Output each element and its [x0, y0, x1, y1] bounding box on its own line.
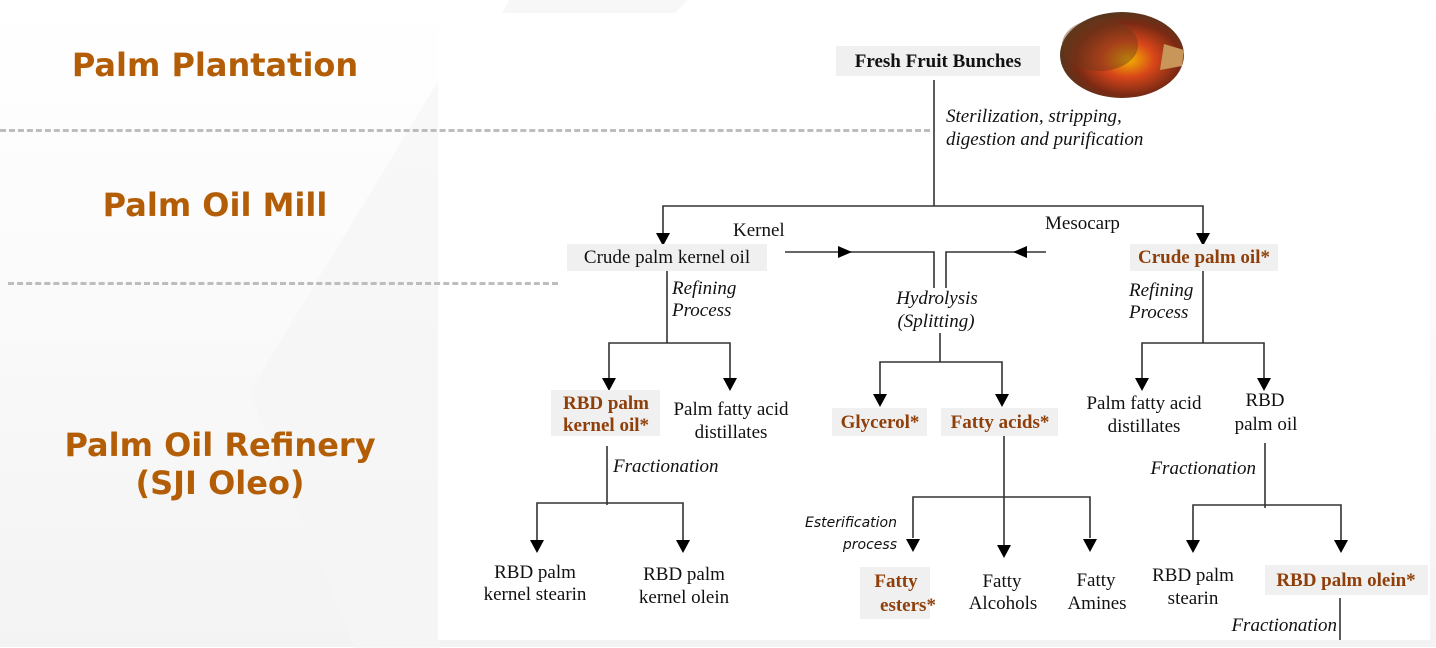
process-label-refining-cpo-1: Refining	[1128, 280, 1193, 301]
node-label: Crude palm kernel oil	[584, 247, 750, 268]
branch-label-kernel: Kernel	[733, 220, 785, 241]
process-label-hydrolysis-1: Hydrolysis	[895, 288, 978, 309]
connector-line	[662, 205, 1204, 240]
node-label-line1: Fatty	[982, 571, 1022, 592]
stage-label-palm-oil-refinery: Palm Oil Refinery (SJI Oleo)	[20, 426, 420, 502]
process-label-refining-cpo-2: Process	[1128, 302, 1188, 323]
process-label-fractionation-po: Fractionation	[1149, 458, 1256, 479]
stage-label-palm-oil-mill: Palm Oil Mill	[102, 186, 328, 224]
node-label: Crude palm oil*	[1138, 247, 1270, 268]
node-label: Glycerol*	[841, 412, 920, 433]
node-label-line2: distillates	[695, 422, 768, 443]
node-fatty-acids: Fatty acids*	[941, 408, 1058, 436]
node-label-line2: kernel oil*	[563, 415, 649, 436]
node-label-line1: RBD palm	[643, 564, 725, 585]
node-label-line2: Alcohols	[969, 593, 1038, 614]
node-rbd-palm-kernel-oil: RBD palm kernel oil*	[551, 390, 660, 436]
node-label: Fresh Fruit Bunches	[855, 51, 1021, 72]
node-label-line2: esters*	[880, 595, 936, 616]
node-crude-palm-kernel-oil: Crude palm kernel oil	[567, 244, 767, 271]
arrow-head-icon	[873, 394, 887, 407]
arrow-head-icon	[723, 378, 737, 391]
node-label: Fatty acids*	[951, 412, 1050, 433]
arrow-head-icon	[530, 540, 544, 553]
arrow-head-icon	[1013, 246, 1027, 258]
node-label-line1: RBD palm	[1152, 565, 1234, 586]
process-label-esterification-1: Esterification	[805, 515, 897, 531]
process-label-refining-2: Process	[671, 300, 731, 321]
node-fatty-amines: Fatty Amines	[1067, 570, 1126, 614]
node-label-line1: RBD	[1245, 390, 1284, 411]
process-label-fractionation: Fractionation	[612, 456, 719, 477]
background-decoration-top	[502, 0, 688, 13]
stage-divider-2	[8, 282, 558, 285]
node-label-line2: palm oil	[1235, 414, 1298, 435]
node-label-line2: kernel olein	[639, 587, 730, 608]
connector-line	[608, 342, 731, 384]
node-rbd-palm-oil: RBD palm oil	[1235, 390, 1298, 435]
process-label-refining-1: Refining	[671, 278, 736, 299]
connector-line	[945, 251, 1046, 288]
node-glycerol: Glycerol*	[832, 408, 927, 436]
stage-label-palm-plantation: Palm Plantation	[71, 46, 359, 84]
node-crude-palm-oil: Crude palm oil*	[1130, 244, 1278, 271]
arrow-head-icon	[1334, 540, 1348, 553]
connector-line	[912, 496, 1091, 538]
stage-label-refinery-line1: Palm Oil Refinery	[64, 426, 376, 464]
node-rbd-palm-stearin: RBD palm stearin	[1152, 565, 1234, 609]
process-label-esterification-2: process	[842, 537, 897, 553]
stage-divider-1	[0, 129, 930, 132]
arrow-head-icon	[1083, 539, 1097, 552]
node-label-line1: RBD palm	[563, 393, 649, 414]
arrow-head-icon	[997, 545, 1011, 558]
node-label-line2: distillates	[1108, 416, 1181, 437]
node-label-line1: Fatty	[1076, 570, 1116, 591]
connector-line	[1192, 504, 1342, 546]
node-label-line2: Amines	[1067, 593, 1126, 614]
node-rbd-palm-kernel-olein: RBD palm kernel olein	[639, 564, 730, 608]
process-label-hydrolysis-2: (Splitting)	[897, 311, 974, 332]
node-label-line1: Palm fatty acid	[1086, 393, 1202, 414]
node-label: RBD palm olein*	[1276, 570, 1415, 591]
node-label-line1: RBD palm	[494, 562, 576, 583]
node-fatty-esters: Fatty esters*	[860, 567, 936, 619]
node-palm-fatty-acid-distillates-kernel: Palm fatty acid distillates	[673, 399, 789, 443]
arrow-head-icon	[1196, 233, 1210, 246]
node-label-line1: Palm fatty acid	[673, 399, 789, 420]
arrow-head-icon	[676, 540, 690, 553]
arrow-head-icon	[602, 378, 616, 391]
stage-label-refinery-line2: (SJI Oleo)	[135, 464, 305, 502]
node-fatty-alcohols: Fatty Alcohols	[969, 571, 1038, 614]
arrow-head-icon	[1257, 378, 1271, 391]
arrow-head-icon	[1186, 540, 1200, 553]
node-rbd-palm-olein: RBD palm olein*	[1265, 565, 1428, 595]
connector-line	[536, 502, 684, 546]
arrow-head-icon	[906, 539, 920, 552]
arrow-head-icon	[995, 394, 1009, 407]
process-label-sterilization-2: digestion and purification	[946, 129, 1143, 150]
node-label-line2: stearin	[1168, 588, 1219, 609]
node-palm-fatty-acid-distillates: Palm fatty acid distillates	[1086, 393, 1202, 437]
node-label-line2: kernel stearin	[484, 584, 587, 605]
arrow-head-icon	[838, 246, 852, 258]
process-label-sterilization-1: Sterilization, stripping,	[946, 106, 1122, 127]
connector-line	[879, 361, 1003, 400]
process-label-fractionation-olein: Fractionation	[1230, 615, 1337, 636]
connector-line	[1141, 342, 1265, 384]
node-label-line1: Fatty	[874, 571, 918, 592]
arrow-head-icon	[1135, 378, 1149, 391]
palm-fruit-bunch-image	[1060, 12, 1184, 98]
node-fresh-fruit-bunches: Fresh Fruit Bunches	[836, 46, 1040, 76]
connector-line	[785, 251, 935, 288]
node-rbd-palm-kernel-stearin: RBD palm kernel stearin	[484, 562, 587, 605]
branch-label-mesocarp: Mesocarp	[1045, 213, 1120, 234]
arrow-head-icon	[656, 233, 670, 246]
